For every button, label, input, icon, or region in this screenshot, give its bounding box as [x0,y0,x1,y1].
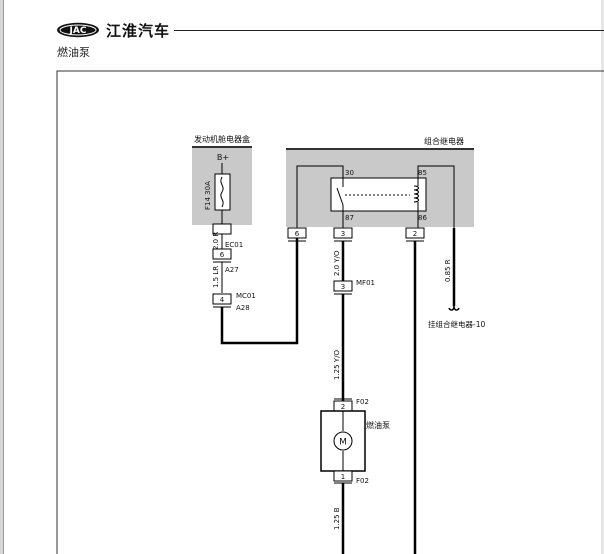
mc01-connector [212,293,232,305]
a28-label: A28 [236,304,250,312]
jac-logo-icon: JAC [57,22,99,38]
relay-box-title: 组合继电器 [424,136,464,146]
pump-top-connector-label: F02 [356,398,369,406]
left-margin-bar [0,0,4,554]
engine-box-title: 发动机舱电器盒 [194,134,250,144]
header-rule [174,30,604,31]
brand-name: 江淮汽车 [106,21,171,40]
pin-86-label: 86 [418,214,427,222]
pin-85-label: 85 [418,169,427,177]
mf01-connector [333,280,353,292]
pump-bottom-connector-label: F02 [356,477,369,485]
pump-top-pin: 2 [341,403,345,411]
left-to-relay-wire [220,238,299,345]
middle-wire-2-label: 1.25 Y/O [333,350,341,380]
relay-connector-2 [405,227,425,239]
right-wire-label: 0.85 R [444,259,452,282]
brand-header: JAC 江淮汽车 [56,20,170,40]
fuse-icon [220,176,224,208]
relay-connector-6-pin: 6 [295,230,300,238]
relay-contact-arm [336,187,344,206]
pump-bottom-pin: 1 [341,473,345,481]
mf01-label: MF01 [356,279,375,287]
relay-connector-2-pin: 2 [413,230,417,238]
fuse-label: F14 30A [204,181,212,210]
relay-connector-6 [287,227,307,239]
fuel-pump-label: 燃油泵 [366,420,390,430]
left-wire-1-label: 2.0 R [212,232,220,250]
pin-87-label: 87 [345,214,354,222]
ec01-label: EC01 [225,241,243,249]
motor-label: M [339,438,347,448]
middle-wire-3-label: 1.25 B [333,507,341,530]
right-wire-break [448,305,460,311]
ec01-pin: 6 [220,251,225,259]
middle-wire-1-label: 2.0 Y/O [333,250,341,276]
pin-30-label: 30 [345,169,354,177]
bplus-label: B+ [217,153,229,162]
pump-bottom-connector [333,470,353,482]
logo-text: JAC [69,26,87,36]
left-wire-2-label: 1.5 LR [212,266,220,288]
mc01-pin: 4 [220,296,225,304]
relay-internal-wire-left [296,165,344,228]
page-title: 燃油泵 [57,46,90,59]
diagram-frame [56,70,604,554]
mc01-label: MC01 [236,292,256,300]
relay-internal-wire-right [417,165,455,228]
relay-connector-3-pin: 3 [341,230,345,238]
relay-coil-icon [413,185,419,203]
ec01-connector [212,248,232,260]
right-wire-destination: 挂组合继电器-10 [428,319,485,329]
motor-icon [333,431,353,451]
relay-connector-3 [333,227,353,239]
right-margin-bar [601,0,604,554]
mf01-pin: 3 [341,283,345,291]
a27-label: A27 [225,266,239,274]
